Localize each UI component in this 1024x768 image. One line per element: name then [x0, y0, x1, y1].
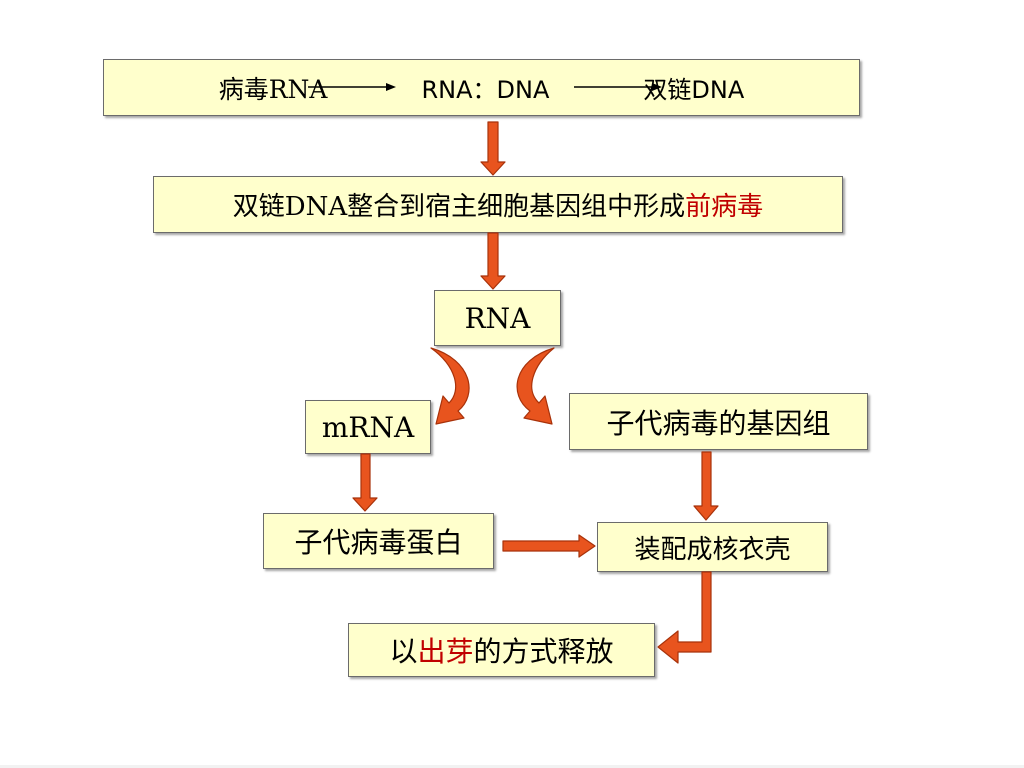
protein-box: 子代病毒蛋白 — [263, 513, 494, 569]
rna-box: RNA — [434, 290, 561, 346]
provirus-highlight: 前病毒 — [685, 192, 764, 222]
down-arrow-1 — [480, 121, 506, 176]
thin-arrow-1 — [308, 83, 396, 91]
progeny-protein-label: 子代病毒蛋白 — [294, 526, 463, 559]
curved-arrow-genome — [516, 347, 555, 425]
rna-dna-hybrid-label: RNA：DNA — [421, 76, 550, 104]
right-arrow-protein — [502, 534, 596, 558]
double-strand-dna-label: 双链DNA — [643, 76, 745, 104]
integration-text: 双链DNA整合到宿主细胞基因组中形成 — [232, 192, 686, 222]
progeny-genome-label: 子代病毒的基因组 — [606, 406, 831, 440]
release-prefix: 以 — [389, 635, 418, 668]
genome-box: 子代病毒的基因组 — [569, 393, 868, 450]
elbow-arrow-release — [657, 571, 712, 664]
viral-rna-label: 病毒RNA — [218, 74, 328, 104]
nucleocapsid-assembly-label: 装配成核衣壳 — [634, 534, 791, 565]
thin-arrow-2 — [574, 83, 662, 91]
release-suffix: 的方式释放 — [473, 635, 614, 668]
bottom-strip — [0, 765, 1024, 768]
assemble-box: 装配成核衣壳 — [597, 522, 828, 572]
down-arrow-2 — [480, 232, 506, 290]
step1-box: 病毒RNA RNA：DNA 双链DNA — [103, 59, 860, 116]
curved-arrow-mrna — [430, 347, 470, 425]
step2-box: 双链DNA整合到宿主细胞基因组中形成前病毒 — [153, 176, 843, 233]
release-box: 以出芽的方式释放 — [348, 623, 655, 677]
mrna-label: mRNA — [321, 410, 415, 444]
budding-highlight: 出芽 — [417, 635, 474, 668]
down-arrow-4 — [693, 451, 719, 521]
mrna-box: mRNA — [305, 400, 431, 454]
rna-label: RNA — [464, 301, 531, 335]
down-arrow-3 — [352, 453, 378, 512]
